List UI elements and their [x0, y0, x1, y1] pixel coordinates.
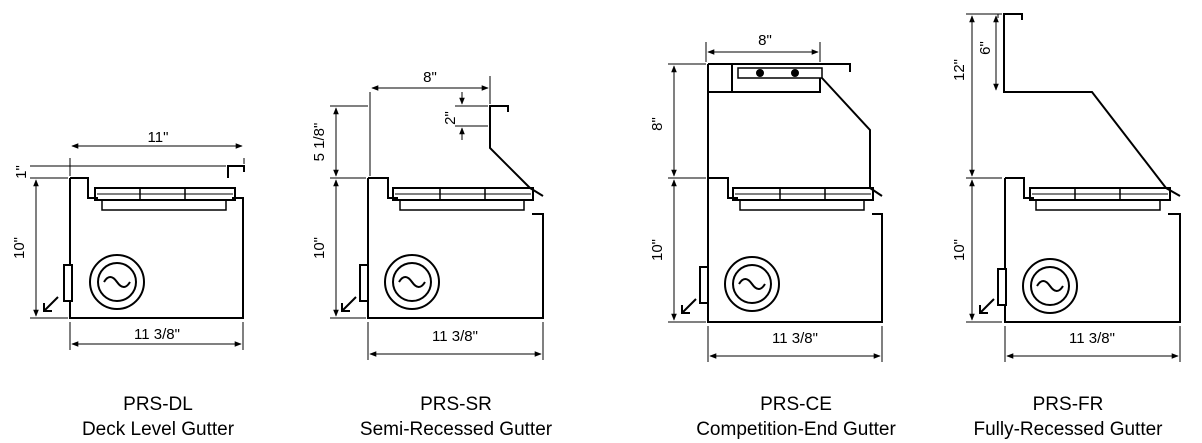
caption-prs-ce-code: PRS-CE	[760, 394, 832, 415]
prs-fr-upper-inner: 6"	[977, 41, 994, 55]
caption-prs-sr: PRS-SR Semi-Recessed Gutter	[326, 392, 586, 442]
caption-prs-dl-name: Deck Level Gutter	[81, 419, 235, 440]
prs-dl-base-width: 11 3/8"	[134, 326, 180, 343]
prs-dl-lip: 1"	[13, 165, 30, 179]
caption-prs-fr-code: PRS-FR	[1032, 394, 1104, 415]
caption-prs-sr-code: PRS-SR	[420, 394, 492, 415]
caption-prs-dl: PRS-DL Deck Level Gutter	[28, 392, 288, 442]
prs-dl-pipe	[89, 254, 145, 310]
prs-sr-height: 10"	[311, 237, 328, 259]
prs-sr-lip: 2"	[442, 111, 459, 125]
gutter-prs-sr	[330, 76, 544, 360]
caption-prs-fr-name: Fully-Recessed Gutter	[973, 419, 1163, 440]
caption-prs-fr: PRS-FR Fully-Recessed Gutter	[938, 392, 1198, 442]
prs-ce-pipe	[724, 256, 780, 312]
prs-fr-upper-total: 12"	[951, 59, 968, 81]
prs-ce-height: 10"	[649, 239, 666, 261]
prs-sr-base-width: 11 3/8"	[432, 328, 478, 345]
prs-dl-top-width: 11"	[148, 129, 169, 146]
prs-ce-base-width: 11 3/8"	[772, 330, 818, 347]
caption-prs-dl-code: PRS-DL	[123, 394, 193, 415]
gutter-prs-fr	[966, 13, 1181, 362]
prs-ce-top-width: 8"	[758, 32, 772, 49]
caption-prs-ce-name: Competition-End Gutter	[696, 419, 896, 440]
prs-dl-height: 10"	[11, 237, 28, 259]
prs-fr-pipe	[1022, 258, 1078, 314]
gutter-prs-ce	[668, 42, 883, 362]
prs-fr-height: 10"	[951, 239, 968, 261]
prs-sr-pipe	[384, 254, 440, 310]
caption-prs-sr-name: Semi-Recessed Gutter	[359, 419, 553, 440]
prs-sr-upper-height: 5 1/8"	[311, 123, 328, 162]
gutter-prs-dl	[30, 143, 245, 350]
caption-prs-ce: PRS-CE Competition-End Gutter	[666, 392, 926, 442]
prs-sr-top-width: 8"	[423, 69, 437, 86]
prs-fr-base-width: 11 3/8"	[1069, 330, 1115, 347]
prs-ce-upper-height: 8"	[649, 117, 666, 131]
prs-ce-body	[707, 64, 883, 323]
